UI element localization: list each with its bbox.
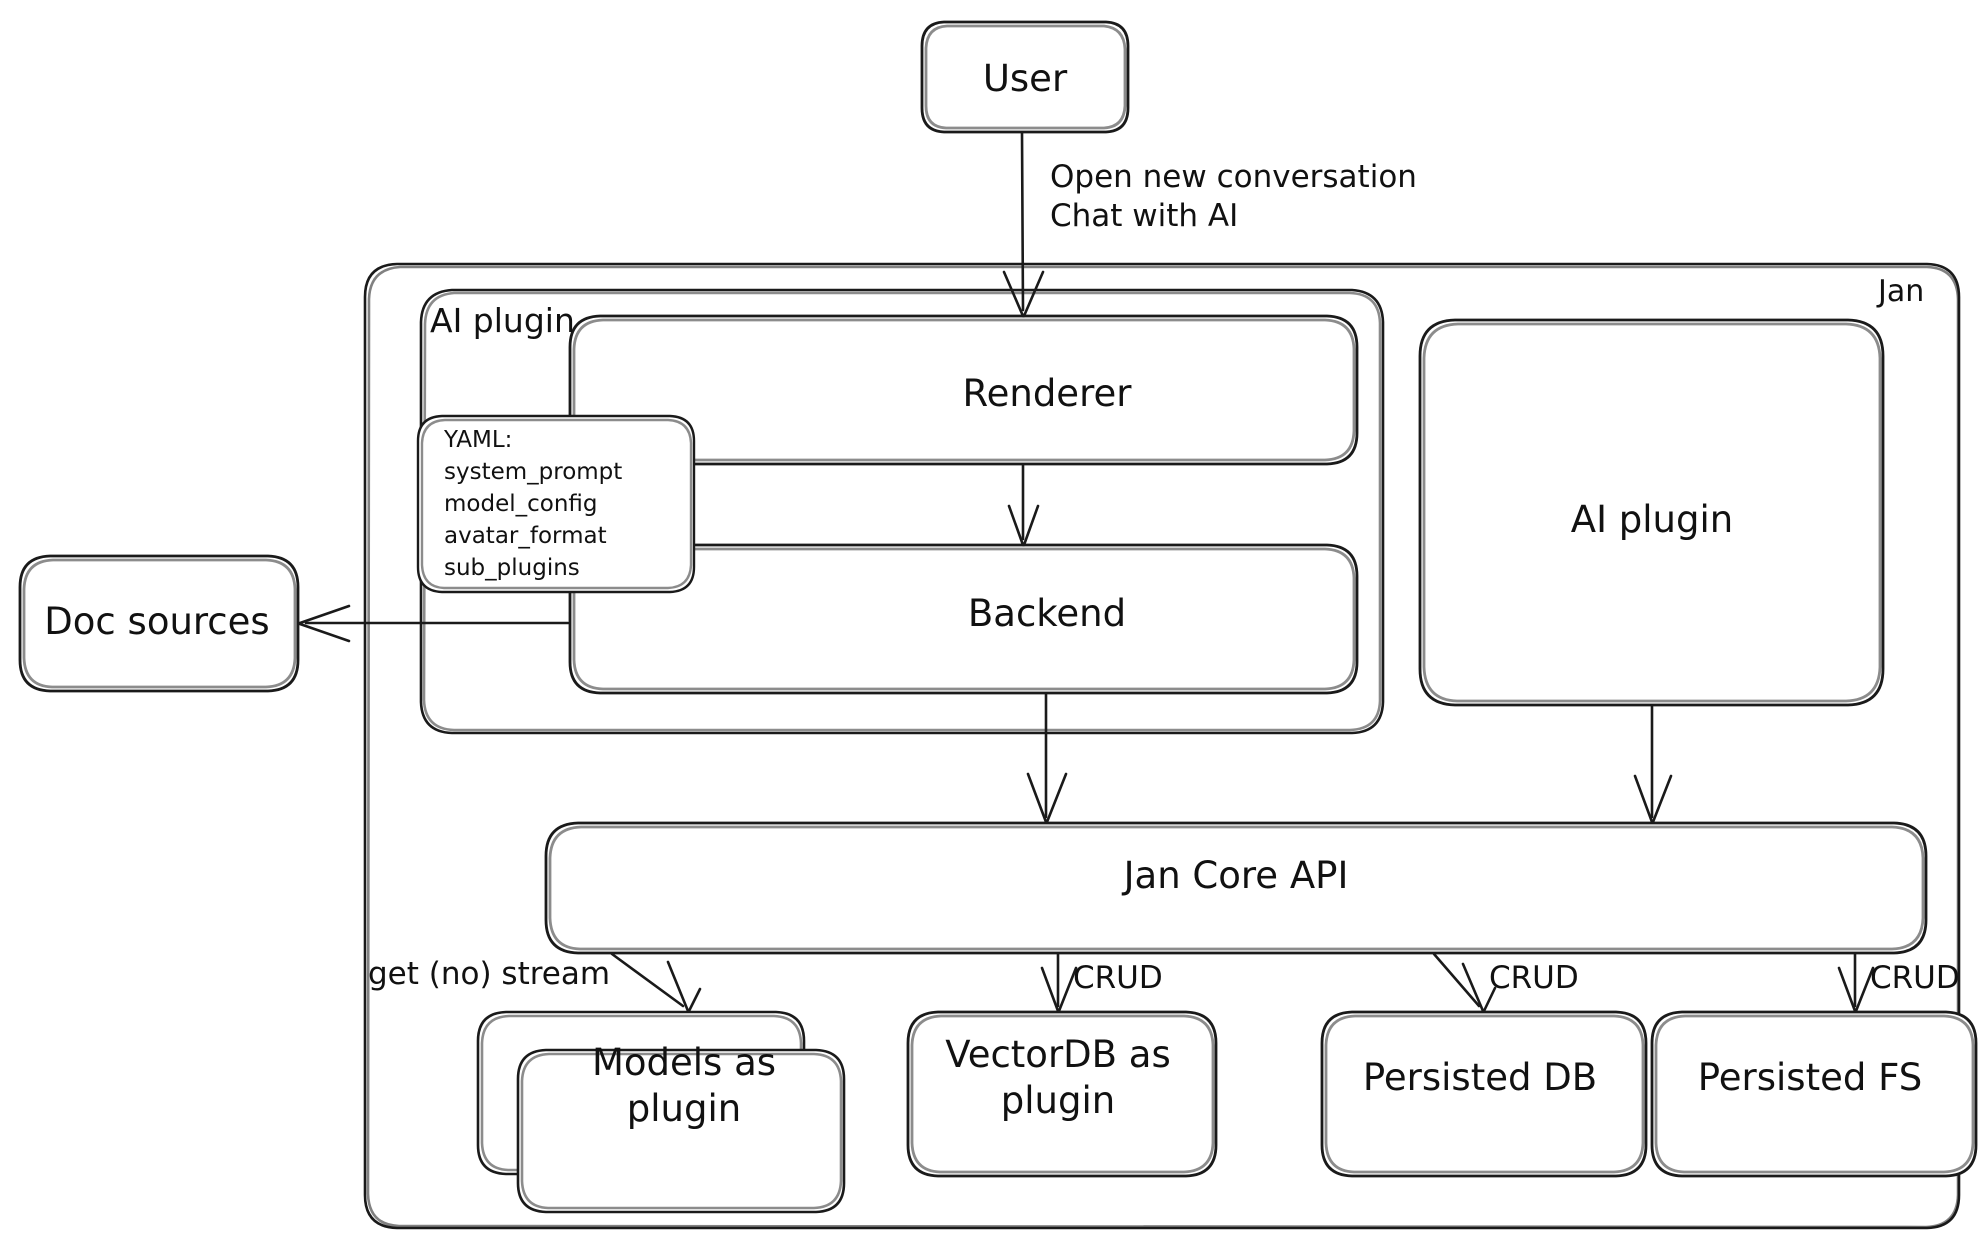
edge-label-crud-vectordb: CRUD <box>1073 960 1163 996</box>
yaml-key-model-config: model_config <box>444 491 598 517</box>
edge-jan-core-to-persisted-fs <box>1837 952 1875 1013</box>
yaml-key-system-prompt: system_prompt <box>444 459 623 485</box>
yaml-card-title: YAML: <box>444 427 513 453</box>
edge-backend-to-jan-core <box>1026 692 1068 824</box>
edge-backend-to-doc-sources <box>298 604 570 643</box>
node-yaml-card-shape <box>416 414 696 594</box>
node-doc-sources-label[interactable]: Doc sources <box>44 599 270 643</box>
node-models-shape <box>516 1048 846 1214</box>
edge-jan-core-to-models <box>610 952 702 1013</box>
container-ai-plugin-group-label: AI plugin <box>430 301 575 340</box>
node-ai-plugin-shape <box>1418 318 1885 707</box>
node-persisted-fs-label[interactable]: Persisted FS <box>1697 1055 1923 1099</box>
edge-user-to-renderer <box>1002 131 1045 318</box>
container-jan-label: Jan <box>1878 274 1925 309</box>
yaml-key-avatar-format: avatar_format <box>444 523 607 549</box>
node-persisted-fs-shape <box>1650 1010 1978 1178</box>
edge-ai-plugin-to-jan-core <box>1633 704 1673 824</box>
container-jan <box>363 262 1961 1230</box>
node-persisted-db-label[interactable]: Persisted DB <box>1362 1055 1598 1099</box>
node-jan-core-api-shape <box>544 821 1928 955</box>
node-renderer-shape <box>568 314 1359 466</box>
node-models-label[interactable]: Models as plugin <box>591 1040 777 1130</box>
container-ai-plugin-group <box>419 288 1385 735</box>
yaml-key-sub-plugins: sub_plugins <box>444 555 580 581</box>
node-vectordb-label[interactable]: VectorDB as plugin <box>945 1032 1171 1122</box>
edge-label-crud-persisted-fs: CRUD <box>1870 960 1960 996</box>
edge-label-get-no-stream: get (no) stream <box>368 956 611 992</box>
node-user-label[interactable]: User <box>982 56 1068 100</box>
edge-renderer-to-backend <box>1007 463 1040 547</box>
edge-label-open-conversation: Open new conversation Chat with AI <box>1050 159 1417 234</box>
node-persisted-db-shape <box>1320 1010 1648 1178</box>
node-jan-core-api-label[interactable]: Jan Core API <box>1123 853 1349 897</box>
node-ai-plugin-label[interactable]: AI plugin <box>1570 497 1734 541</box>
node-vectordb-shape <box>906 1010 1218 1178</box>
node-doc-sources-shape <box>18 554 300 693</box>
edge-jan-core-to-vectordb <box>1040 952 1078 1013</box>
node-renderer-label[interactable]: Renderer <box>962 371 1132 415</box>
edge-jan-core-to-persisted-db <box>1432 952 1497 1013</box>
node-user-shape <box>920 20 1130 134</box>
edge-label-crud-persisted-db: CRUD <box>1489 960 1579 996</box>
node-backend-label[interactable]: Backend <box>967 591 1127 635</box>
